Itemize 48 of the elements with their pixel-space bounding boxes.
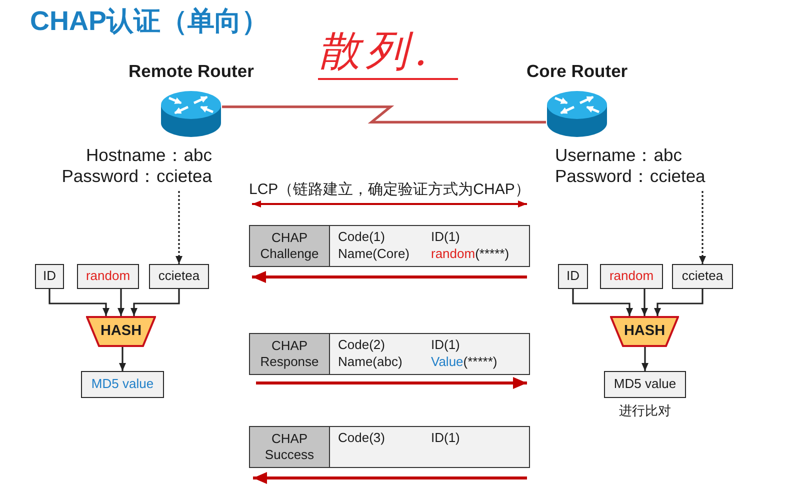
hash-input-box: ccietea [149,264,209,289]
field-text: ID(1) [431,337,460,353]
message-box [249,426,530,468]
credential-text: Username：abc [555,145,682,165]
hash-function-block: HASH [86,316,156,347]
field-text: random(*****) [431,246,510,262]
message-box [249,333,530,375]
field-text: Code(2) [338,337,385,353]
arrow [572,289,633,316]
router-icon [160,90,222,138]
hash-function-block: HASH [610,316,679,347]
message-type-cell: CHAP Success [250,427,330,467]
hash-output-box: MD5 value [81,371,164,398]
dotted-arrow [176,191,182,264]
field-text: Name(abc) [338,354,402,370]
field-text: Name(Core) [338,246,410,262]
hash-input-box: random [600,264,663,289]
handwritten-note: 散列. [318,26,458,80]
arrow [642,347,648,371]
router-name: Remote Router [128,61,254,82]
message-box [249,225,530,267]
field-text: Value(*****) [431,354,498,370]
message-type-cell: CHAP Challenge [250,226,330,266]
caption-text: 进行比对 [619,402,671,420]
router-icon [546,90,608,138]
arrow [119,347,126,371]
arrow [130,289,180,316]
credential-text: Hostname：abc [86,145,212,165]
hash-input-box: random [77,264,139,289]
arrow [641,289,648,316]
arrow [118,289,124,316]
field-text: ID(1) [431,430,460,446]
field-text: Code(3) [338,430,385,446]
hash-output-box: MD5 value [604,371,686,398]
message-type-cell: CHAP Response [250,334,330,374]
field-text: ID(1) [431,229,460,245]
title: CHAP认证（单向） [30,5,269,38]
hash-input-box: ID [35,264,64,289]
arrow [654,289,704,316]
router-name: Core Router [526,61,628,82]
credential-text: Password：ccietea [555,166,706,186]
hash-input-box: ccietea [672,264,733,289]
dotted-arrow [699,191,706,264]
field-text: Code(1) [338,229,385,245]
credential-text: Password：ccietea [62,166,212,186]
hash-input-box: ID [558,264,588,289]
serial-link [222,106,546,124]
arrow [48,289,110,316]
